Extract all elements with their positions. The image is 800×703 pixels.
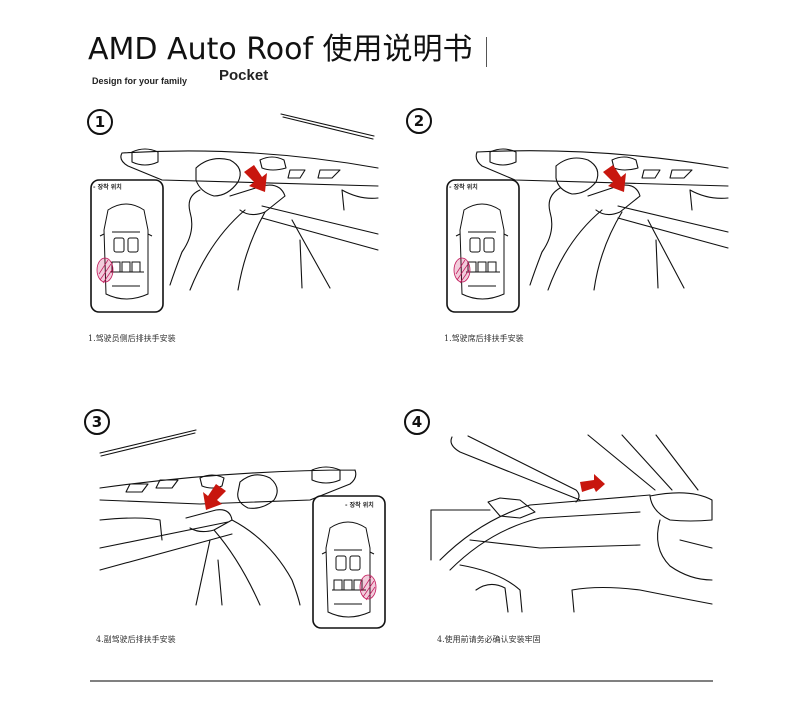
highlight-hatch bbox=[359, 574, 377, 600]
step-number-1: 1 bbox=[87, 109, 113, 135]
footer-rule bbox=[90, 680, 713, 682]
windshield-line bbox=[280, 113, 375, 140]
visor bbox=[450, 435, 581, 503]
roof-panel bbox=[120, 150, 379, 187]
step-caption-2: 1.驾驶席后排扶手安装 bbox=[444, 334, 524, 343]
red-arrow bbox=[603, 165, 626, 192]
roof-panel bbox=[475, 150, 729, 187]
inset-label: - 장착 위치 bbox=[449, 184, 478, 191]
step-caption-3: 4.副驾驶后排扶手安装 bbox=[96, 635, 176, 644]
hand bbox=[555, 157, 599, 195]
tagline: Design for your family bbox=[92, 76, 188, 86]
step-number-3: 3 bbox=[84, 409, 110, 435]
text-cursor bbox=[486, 37, 487, 67]
document-title: AMD Auto Roof 使用说明书 bbox=[88, 32, 473, 67]
windshield-line bbox=[99, 429, 197, 457]
handle-mount bbox=[489, 148, 517, 166]
highlight-hatch bbox=[96, 257, 114, 283]
partial-word: Pocket bbox=[219, 67, 269, 84]
hand bbox=[237, 474, 278, 509]
highlight-hatch bbox=[453, 257, 471, 283]
step-caption-1: 1.驾驶员侧后排扶手安装 bbox=[88, 334, 176, 343]
red-arrow bbox=[244, 165, 267, 192]
red-arrow bbox=[203, 484, 226, 510]
handle-mount bbox=[131, 148, 159, 166]
hand bbox=[195, 158, 241, 197]
inset-label: - 장착 위치 bbox=[345, 502, 374, 509]
inset-label: - 장착 위치 bbox=[93, 184, 122, 191]
red-arrow bbox=[580, 474, 605, 492]
strap bbox=[439, 494, 651, 571]
step-caption-4: 4.使用前请务必确认安装牢固 bbox=[437, 635, 541, 644]
handle-mount bbox=[311, 466, 341, 484]
pillar bbox=[430, 509, 491, 561]
strap bbox=[617, 205, 729, 249]
step-number-2: 2 bbox=[406, 108, 432, 134]
step-number-4: 4 bbox=[404, 409, 430, 435]
hand bbox=[649, 492, 713, 522]
strap bbox=[261, 205, 379, 251]
